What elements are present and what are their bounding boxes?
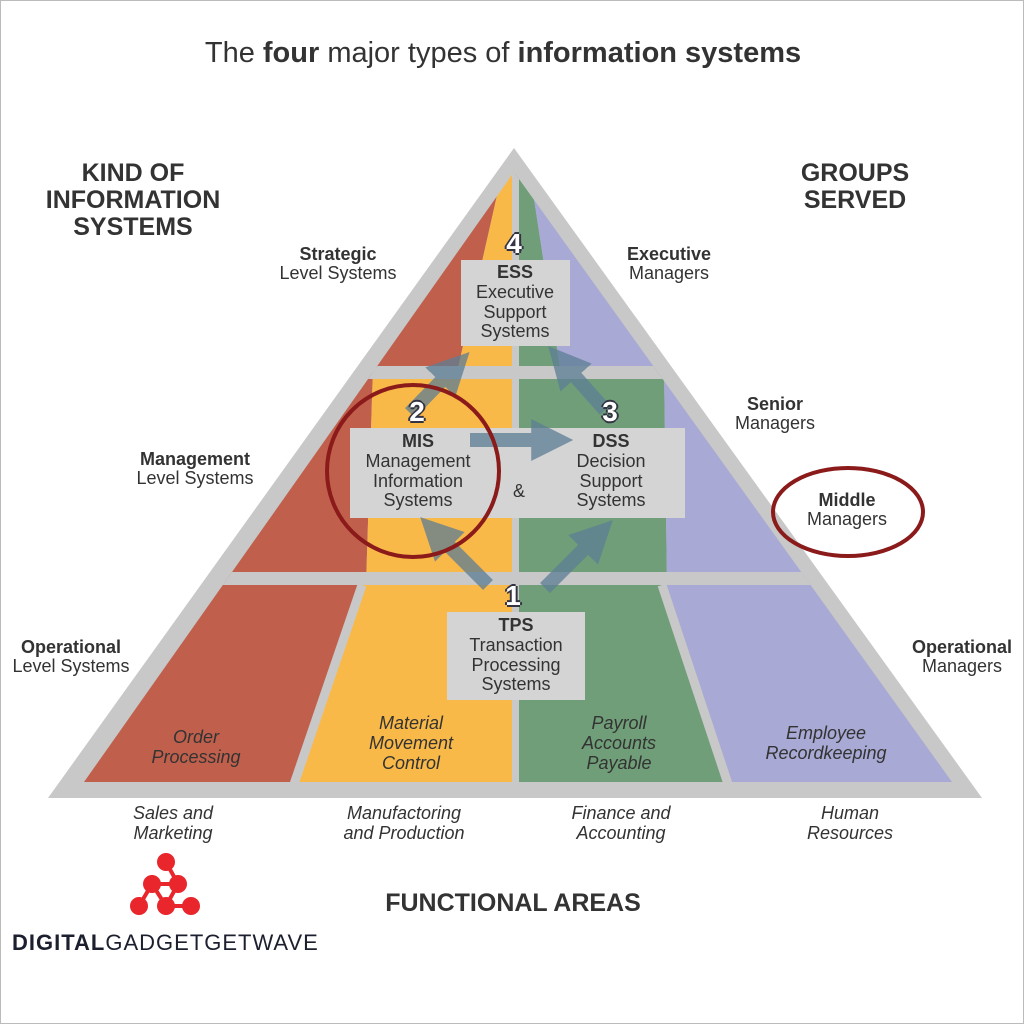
management-purple bbox=[664, 368, 952, 585]
mis-highlight-circle bbox=[325, 383, 501, 559]
ampersand: & bbox=[512, 481, 526, 501]
strategic-purple bbox=[528, 172, 952, 368]
diagram-title: The four major types of information syst… bbox=[204, 37, 802, 69]
arrow-tps-to-mis bbox=[420, 517, 493, 590]
arrow-tps-to-dss bbox=[540, 520, 613, 593]
tps-number: 1 bbox=[505, 580, 521, 611]
arrow-mis-to-ess bbox=[404, 351, 470, 418]
ess-number: 4 bbox=[506, 228, 522, 259]
middle-managers-highlight bbox=[771, 466, 925, 558]
logo-icon bbox=[130, 853, 200, 915]
mis-number: 2 bbox=[409, 396, 425, 427]
logo-wordmark: DIGITALGADGETGETWAVE bbox=[12, 930, 319, 955]
arrow-dss-to-ess bbox=[548, 346, 611, 415]
functional-areas-heading: FUNCTIONAL AREAS bbox=[385, 889, 641, 917]
dss-number: 3 bbox=[602, 396, 618, 427]
tps-box bbox=[447, 612, 585, 700]
ess-box bbox=[461, 260, 570, 346]
